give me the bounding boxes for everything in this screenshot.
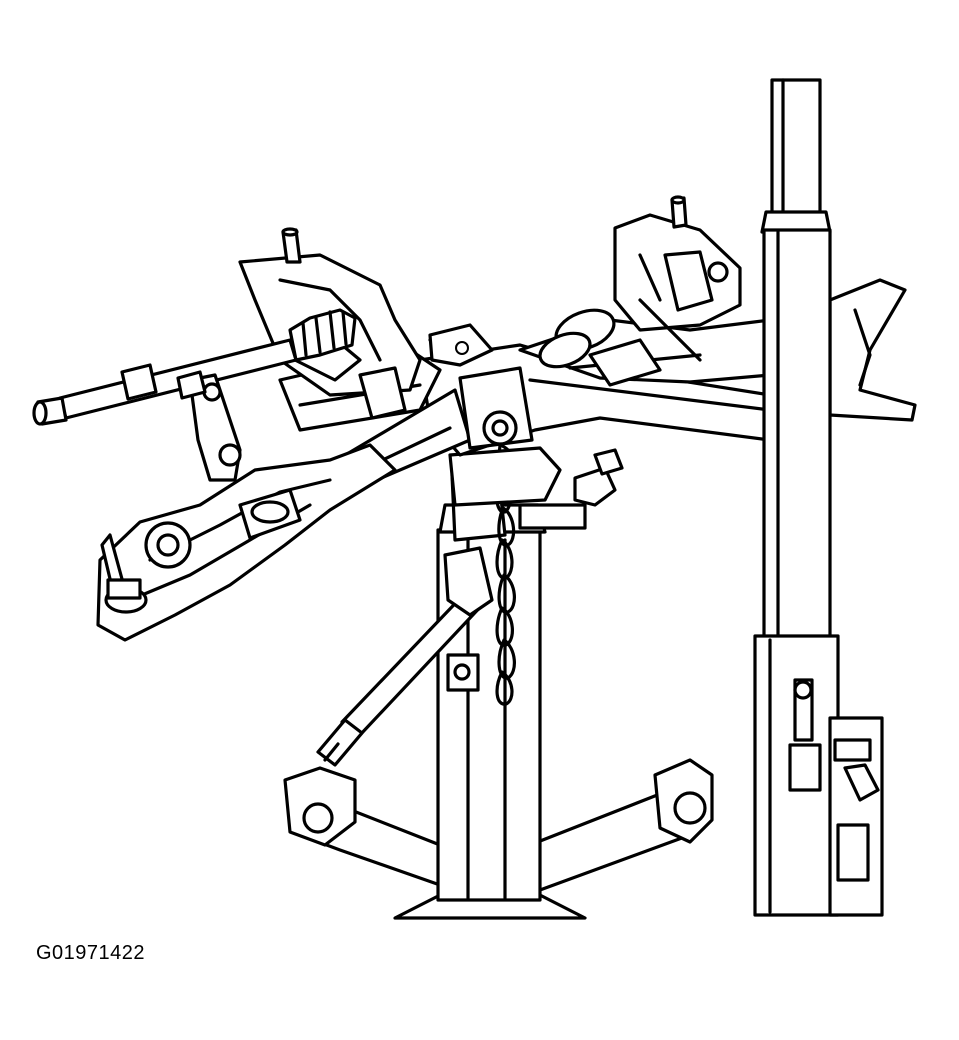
left-caster-wheel (304, 804, 332, 832)
right-mount-bracket (535, 197, 740, 385)
right-support-tray (830, 280, 915, 420)
stand-lock-pin (795, 682, 811, 698)
center-bolt (484, 412, 516, 444)
figure-id-label: G01971422 (36, 942, 146, 964)
lower-control-arm (98, 445, 395, 640)
support-stand (755, 80, 882, 915)
stand-housing (755, 636, 838, 915)
right-caster-wheel (675, 793, 705, 823)
jack-saddle (450, 448, 622, 528)
safety-chain (497, 445, 515, 704)
stabilizer-link (178, 372, 240, 480)
